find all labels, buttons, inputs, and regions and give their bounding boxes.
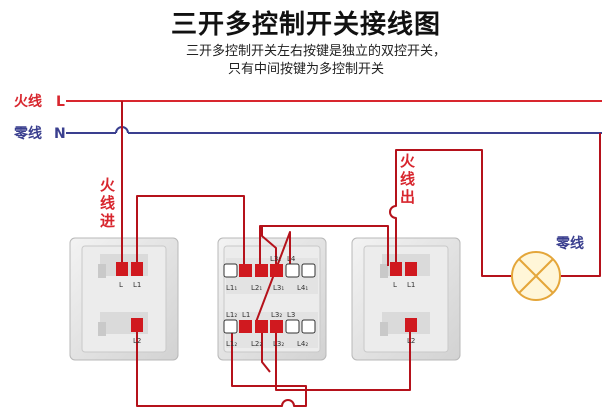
terminal-label-mid-l3: L3 (287, 311, 295, 319)
terminal-label-mid-l1-1: L1₁ (226, 284, 237, 292)
switch-left (69, 237, 179, 361)
terminal-mid-l3-2 (270, 320, 283, 333)
svg-text:L1₂: L1₂ (226, 340, 237, 348)
terminal-label-mid-l1-2: L1₂ (226, 311, 237, 319)
svg-text:L3₂: L3₂ (273, 340, 284, 348)
terminals-middle: L3₁ L4 L1₁ L2₁ L3₁ L4₁ L1₂ L1 L3₂ L3 L1₂… (223, 255, 316, 348)
terminal-label-mid-l4-1: L4₁ (297, 284, 308, 292)
terminal-label-mid-l4-top: L4 (287, 255, 296, 263)
terminal-label-mid-l3-1: L3₁ (273, 284, 284, 292)
terminal-right-l (390, 262, 402, 276)
terminal-mid-l2-1 (255, 264, 268, 277)
terminal-label-left-l2: L2 (133, 337, 141, 345)
terminal-label-mid-l2-1: L2₁ (251, 284, 262, 292)
svg-text:L2₂: L2₂ (251, 340, 262, 348)
terminal-label-mid-l1: L1 (242, 311, 250, 319)
wire-mid-bottom-to-right-l2 (275, 324, 411, 391)
supply-lines (66, 100, 602, 134)
lamp-neutral-label: 零线 (555, 235, 584, 252)
lamp-icon (511, 251, 561, 301)
wire-mid-cross-a (259, 225, 389, 268)
terminal-left-l (116, 262, 128, 276)
wire-mid-cross-d (261, 326, 271, 373)
terminal-label-right-l1: L1 (407, 281, 415, 289)
wire-mid-cross-c (255, 231, 291, 323)
svg-text:L4₂: L4₂ (297, 340, 308, 348)
subtitle-line-1: 三开多控制开关左右按键是独立的双控开关， (185, 44, 446, 59)
terminal-mid-l1-2 (239, 320, 252, 333)
live-out-label-2: 线 (400, 170, 415, 188)
live-out-label-3: 出 (400, 188, 415, 206)
live-line-letter: L (56, 94, 65, 110)
live-in-label-2: 线 (100, 194, 115, 212)
terminal-left-l2 (131, 318, 143, 332)
terminal-mid-l2-2 (255, 320, 268, 333)
subtitle-line-2: 只有中间按键为多控制开关 (227, 62, 384, 77)
live-line-label: 火线 (14, 93, 42, 110)
wire-live-out (389, 149, 512, 277)
terminals-right: L L1 L2 (390, 262, 417, 345)
terminal-mid-l3-1 (270, 264, 283, 277)
page-title: 三开多控制开关接线图 (170, 10, 441, 40)
wire-left-l2-to-mid-l1-2 (136, 324, 307, 407)
terminal-label-mid-l3-2: L3₂ (271, 311, 282, 319)
terminal-label-left-l: L (119, 281, 123, 289)
live-in-label-3: 进 (100, 212, 115, 230)
terminal-right-l2 (405, 318, 417, 332)
terminal-label-right-l2: L2 (407, 337, 415, 345)
neutral-line-label: 零线 (13, 125, 42, 142)
terminal-label-mid-l3-top: L3₁ (270, 255, 281, 263)
wires (121, 101, 601, 407)
terminal-label-left-l1: L1 (133, 281, 141, 289)
wire-mid-cross-b (261, 226, 277, 268)
switch-right (351, 237, 461, 361)
wire-left-l1-to-mid-l1-1 (136, 195, 245, 268)
live-in-label-1: 火 (100, 176, 116, 194)
terminals-left: L L1 L2 (116, 262, 143, 345)
terminal-left-l1 (131, 262, 143, 276)
wire-lamp-neutral (560, 133, 601, 277)
neutral-line-letter: N (54, 126, 66, 142)
terminal-right-l1 (405, 262, 417, 276)
terminal-label-right-l: L (393, 281, 397, 289)
terminal-mid-l1-1 (239, 264, 252, 277)
live-out-label-1: 火 (400, 152, 416, 170)
